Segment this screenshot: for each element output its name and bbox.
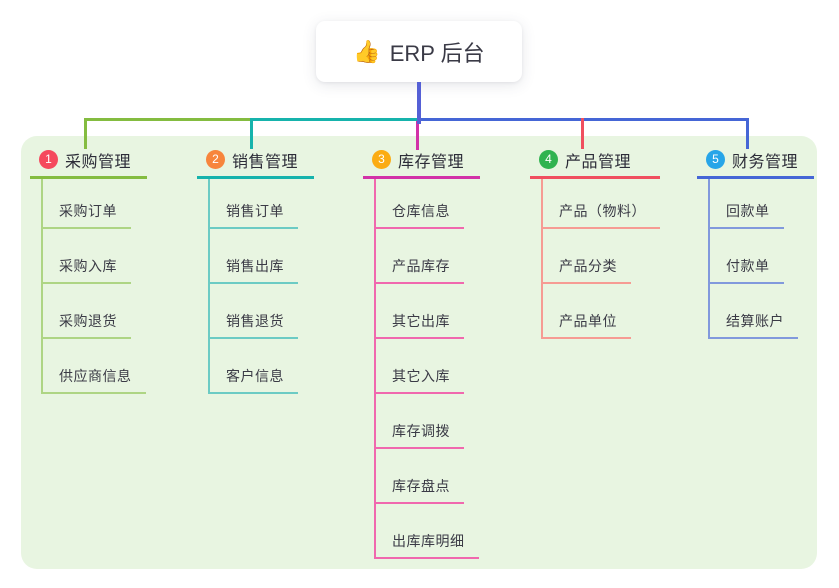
branch-product-children: 产品（物料）产品分类产品单位	[541, 179, 660, 339]
branch-finance: 5 财务管理 回款单付款单结算账户	[697, 150, 814, 339]
child-node[interactable]: 库存调拨	[376, 394, 464, 449]
child-node[interactable]: 采购退货	[43, 284, 131, 339]
branch-purchase: 1 采购管理 采购订单采购入库采购退货供应商信息	[30, 150, 147, 394]
child-node[interactable]: 结算账户	[710, 284, 798, 339]
child-node[interactable]: 其它出库	[376, 284, 464, 339]
branch4-drop-line	[581, 118, 584, 149]
branch3-drop-line	[416, 121, 419, 150]
branch-label: 库存管理	[398, 153, 465, 171]
child-node[interactable]: 其它入库	[376, 339, 464, 394]
branch-sales-children: 销售订单销售出库销售退货客户信息	[208, 179, 314, 394]
child-node[interactable]: 采购订单	[43, 179, 131, 229]
branch-finance-header[interactable]: 5 财务管理	[697, 150, 814, 179]
branch-inventory-children: 仓库信息产品库存其它出库其它入库库存调拨库存盘点出库库明细	[374, 179, 480, 559]
branch-sales-header[interactable]: 2 销售管理	[197, 150, 314, 179]
child-node[interactable]: 回款单	[710, 179, 784, 229]
thumbs-up-icon: 👍	[353, 38, 381, 64]
branch-purchase-header[interactable]: 1 采购管理	[30, 150, 147, 179]
root-node[interactable]: 👍 ERP 后台	[316, 21, 522, 82]
child-node[interactable]: 销售退货	[210, 284, 298, 339]
root-connector-line	[417, 82, 421, 124]
connector-segment-teal	[252, 118, 418, 121]
branch-finance-children: 回款单付款单结算账户	[708, 179, 814, 339]
branch-product-header[interactable]: 4 产品管理	[530, 150, 660, 179]
child-node[interactable]: 产品分类	[543, 229, 631, 284]
branch-sales: 2 销售管理 销售订单销售出库销售退货客户信息	[197, 150, 314, 394]
child-node[interactable]: 采购入库	[43, 229, 131, 284]
branch-inventory-header[interactable]: 3 库存管理	[363, 150, 480, 179]
branch-number-badge: 2	[206, 150, 225, 169]
branch-product: 4 产品管理 产品（物料）产品分类产品单位	[530, 150, 660, 339]
branch-label: 销售管理	[232, 153, 299, 171]
child-node[interactable]: 客户信息	[210, 339, 298, 394]
child-node[interactable]: 仓库信息	[376, 179, 464, 229]
child-node[interactable]: 销售订单	[210, 179, 298, 229]
root-title: ERP 后台	[389, 40, 485, 66]
branch-number-badge: 4	[539, 150, 558, 169]
child-node[interactable]: 库存盘点	[376, 449, 464, 504]
branch-number-badge: 1	[39, 150, 58, 169]
branch-number-badge: 3	[372, 150, 391, 169]
branch-inventory: 3 库存管理 仓库信息产品库存其它出库其它入库库存调拨库存盘点出库库明细	[363, 150, 480, 559]
branch-label: 财务管理	[732, 153, 799, 171]
branch-label: 产品管理	[565, 153, 632, 171]
connector-segment-green	[84, 118, 253, 121]
child-node[interactable]: 出库库明细	[376, 504, 479, 559]
branch-number-badge: 5	[706, 150, 725, 169]
branches-panel	[21, 136, 817, 569]
child-node[interactable]: 付款单	[710, 229, 784, 284]
branch-purchase-children: 采购订单采购入库采购退货供应商信息	[41, 179, 147, 394]
child-node[interactable]: 产品（物料）	[543, 179, 660, 229]
child-node[interactable]: 供应商信息	[43, 339, 146, 394]
branch1-drop-line	[84, 118, 87, 149]
branch-label: 采购管理	[65, 153, 132, 171]
child-node[interactable]: 产品单位	[543, 284, 631, 339]
child-node[interactable]: 产品库存	[376, 229, 464, 284]
branch2-drop-line	[250, 118, 253, 149]
child-node[interactable]: 销售出库	[210, 229, 298, 284]
branch5-drop-line	[746, 118, 749, 149]
